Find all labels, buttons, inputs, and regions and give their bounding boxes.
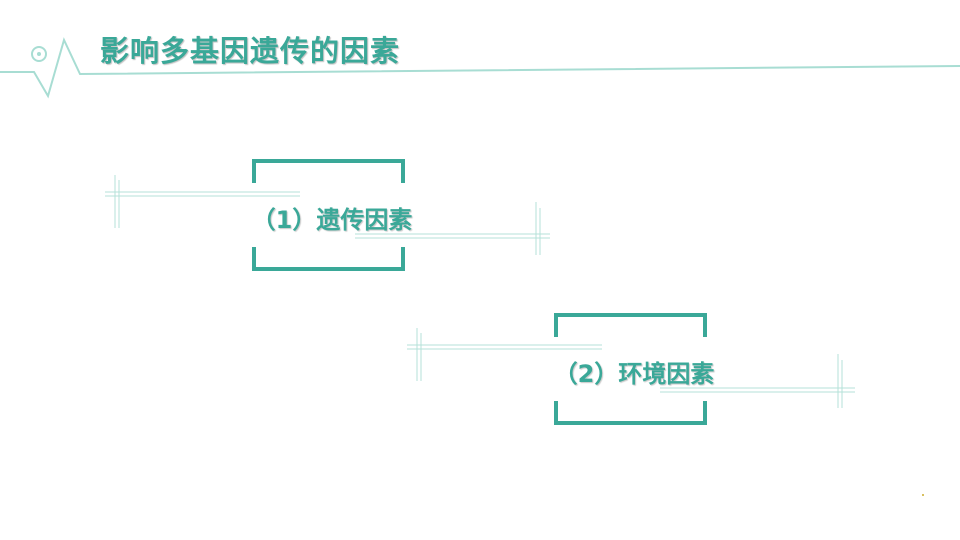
page-title: 影响多基因遗传的因素	[100, 34, 401, 68]
item-box-genetic: （1）遗传因素	[252, 159, 412, 271]
bracket-top	[554, 313, 707, 337]
corner-dot	[922, 494, 924, 496]
item-label-environmental: （2）环境因素	[553, 360, 715, 388]
decorative-lines-right-2	[660, 354, 855, 408]
bracket-bottom	[554, 401, 707, 425]
pulse-line-icon	[0, 37, 960, 99]
header-decoration	[0, 37, 960, 99]
decorative-lines-right-1	[355, 202, 550, 255]
item-box-environmental: （2）环境因素	[554, 313, 714, 425]
circle-icon	[31, 46, 47, 62]
decorative-lines-left-2	[407, 328, 602, 381]
decorative-lines-left-1	[105, 175, 300, 228]
bracket-bottom	[252, 247, 405, 271]
item-label-genetic: （1）遗传因素	[251, 206, 413, 234]
bracket-top	[252, 159, 405, 183]
